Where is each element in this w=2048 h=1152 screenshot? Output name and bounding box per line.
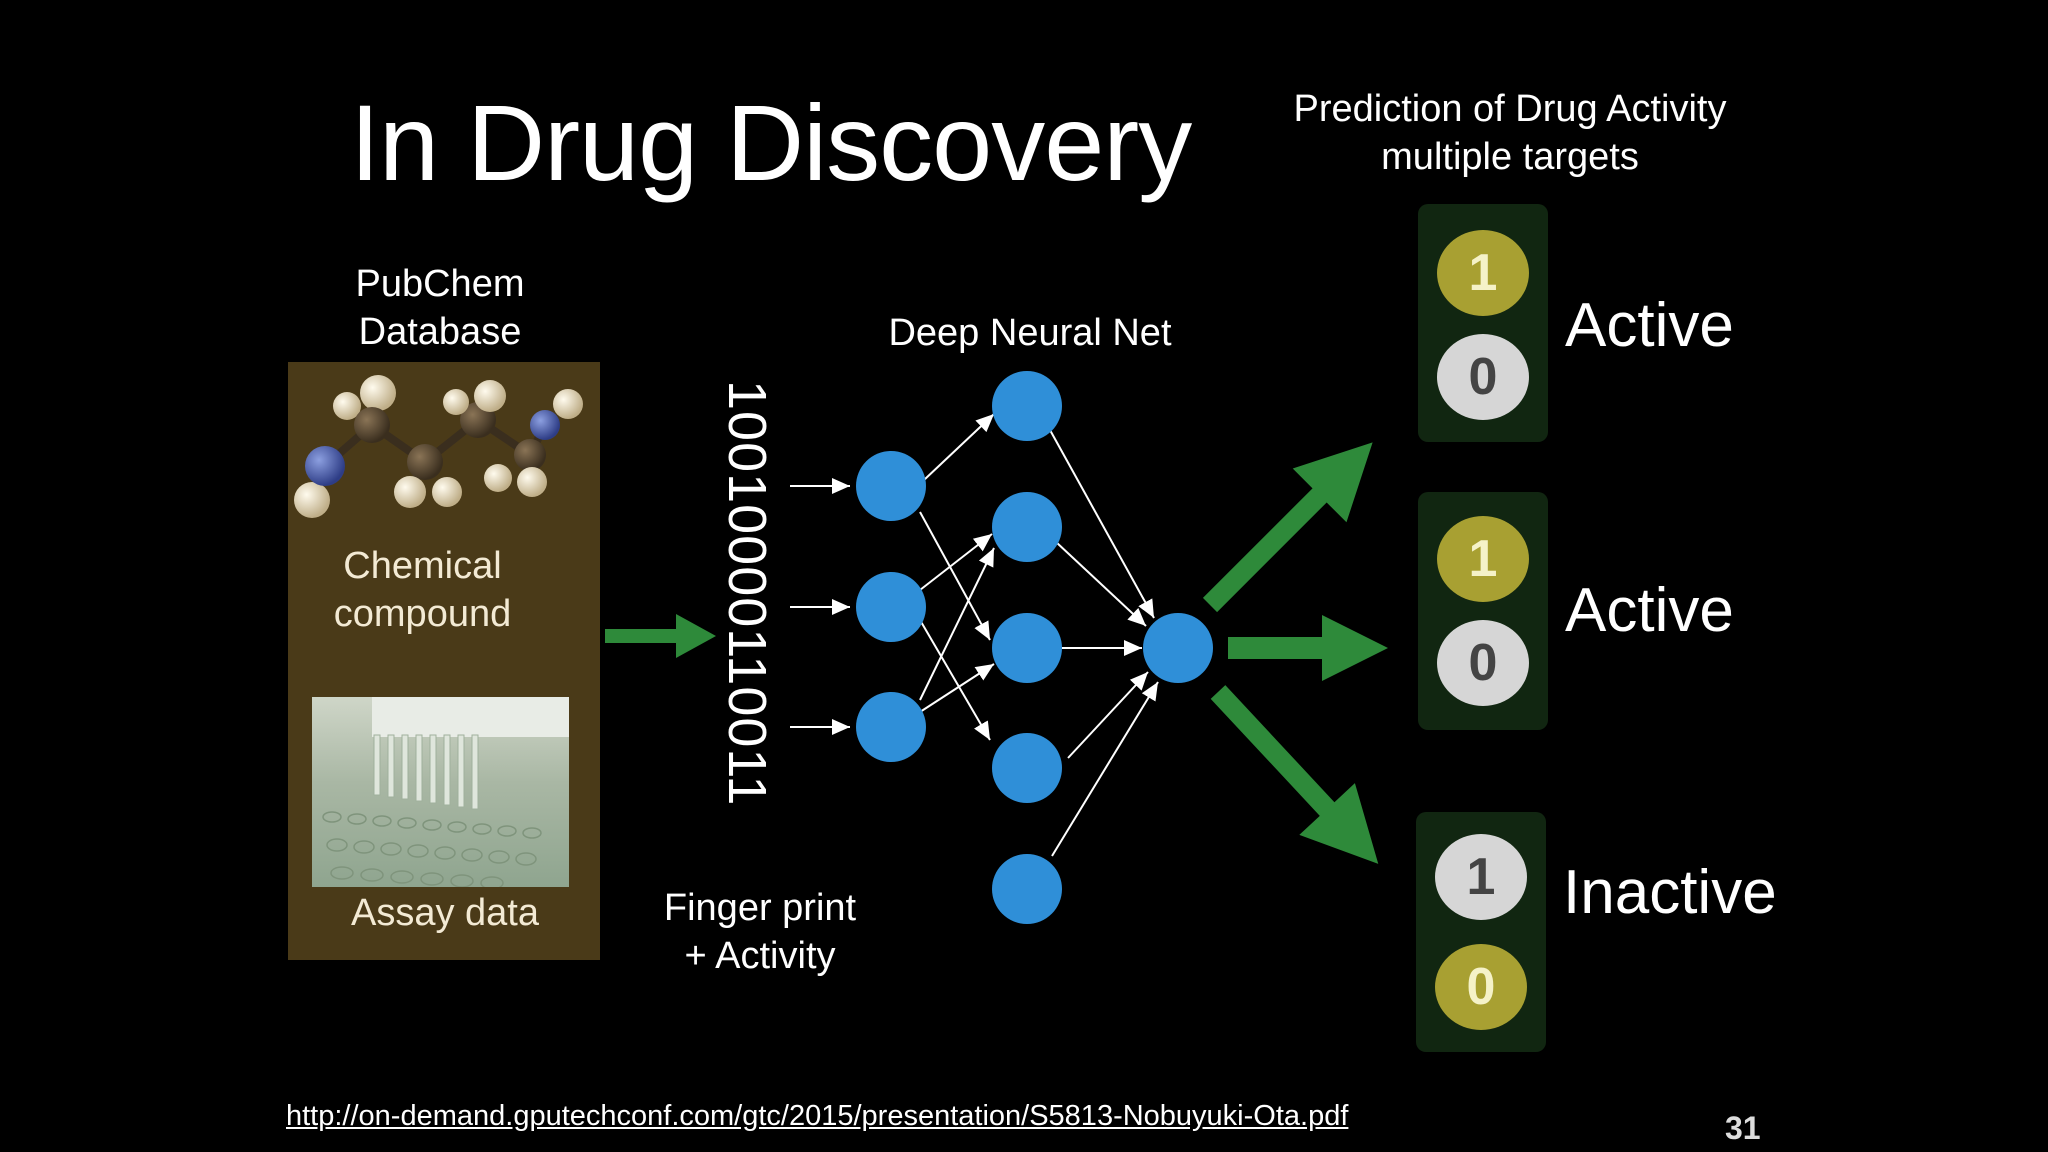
input-node-1	[856, 451, 926, 521]
assay-plate-drawing	[322, 697, 569, 887]
assay-plate-image	[312, 697, 569, 887]
output-1-top-bit: 1	[1437, 230, 1529, 316]
source-url-link[interactable]: http://on-demand.gputechconf.com/gtc/201…	[286, 1100, 1349, 1132]
assay-data-label: Assay data	[351, 892, 539, 934]
network-connections	[790, 413, 1159, 857]
network-nodes	[856, 371, 1213, 924]
chemical-compound-label: Chemical compound	[300, 542, 545, 638]
slide-title: In Drug Discovery	[350, 82, 1192, 203]
output-3-top-bit: 1	[1435, 834, 1527, 920]
prediction-title: Prediction of Drug Activity multiple tar…	[1270, 85, 1750, 181]
page-number: 31	[1725, 1110, 1761, 1146]
prediction-title-line1: Prediction of Drug Activity	[1293, 88, 1727, 130]
output-2-top-bit: 1	[1437, 516, 1529, 602]
output-2-bottom-bit: 0	[1437, 620, 1529, 706]
chemical-label-line1: Chemical	[343, 545, 502, 587]
chemical-label-line2: compound	[333, 593, 512, 635]
output-box-2: 1 0	[1418, 492, 1548, 730]
output-box-1: 1 0	[1418, 204, 1548, 442]
pubchem-label-line1: PubChem	[355, 263, 525, 305]
output-2-label: Active	[1565, 576, 1734, 645]
output-arrow-up	[1202, 442, 1373, 613]
input-node-2	[856, 572, 926, 642]
fingerprint-label: Finger print + Activity	[640, 884, 880, 980]
fingerprint-label-line1: Finger print	[663, 887, 857, 929]
pubchem-label: PubChem Database	[300, 260, 580, 356]
pubchem-label-line2: Database	[358, 311, 522, 353]
output-node	[1143, 613, 1213, 683]
input-arrow	[605, 614, 716, 658]
deep-neural-net-label: Deep Neural Net	[888, 312, 1172, 354]
hidden-node-4	[992, 733, 1062, 803]
output-arrow-down	[1210, 685, 1379, 864]
input-node-3	[856, 692, 926, 762]
output-box-3: 1 0	[1416, 812, 1546, 1052]
output-3-bottom-bit: 0	[1435, 944, 1527, 1030]
prediction-title-line2: multiple targets	[1381, 136, 1639, 178]
hidden-node-3	[992, 613, 1062, 683]
fingerprint-label-line2: + Activity	[684, 935, 836, 977]
output-1-label: Active	[1565, 291, 1734, 360]
output-1-bottom-bit: 0	[1437, 334, 1529, 420]
output-arrow-middle	[1228, 615, 1388, 681]
hidden-node-1	[992, 371, 1062, 441]
hidden-node-5	[992, 854, 1062, 924]
hidden-node-2	[992, 492, 1062, 562]
green-arrows	[605, 442, 1388, 864]
output-3-label: Inactive	[1563, 858, 1777, 927]
